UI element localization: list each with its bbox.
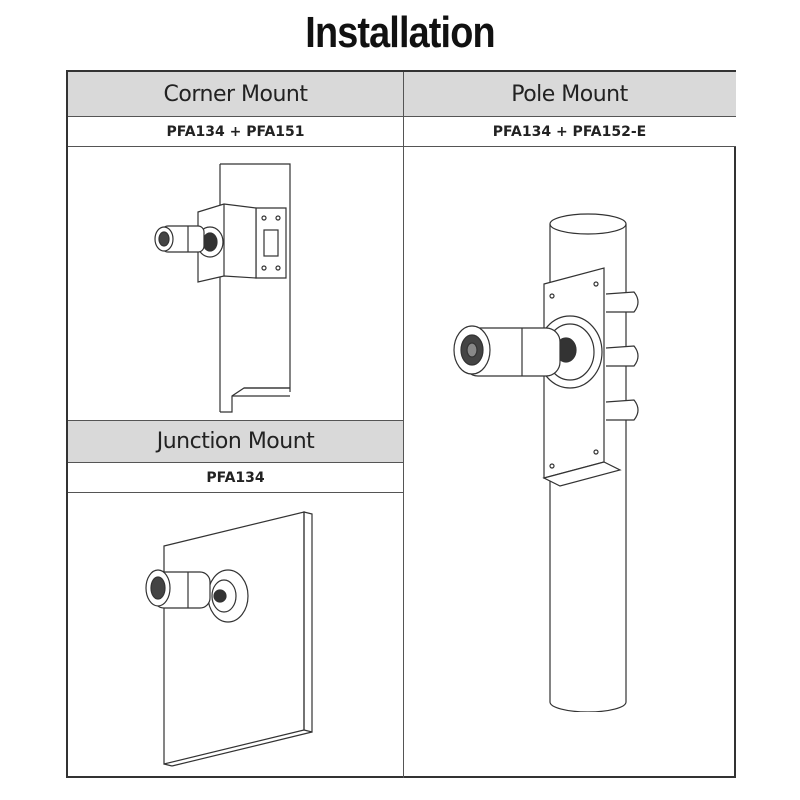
junction-mount-models: PFA134: [68, 463, 403, 493]
junction-mount-illustration: [145, 511, 313, 767]
pole-mount-illustration: [453, 213, 639, 712]
pole-mount-models: PFA134 + PFA152-E: [403, 117, 736, 147]
junction-mount-heading: Junction Mount: [68, 421, 403, 463]
installation-table: Corner Mount PFA134 + PFA151 Pole Mount …: [66, 70, 736, 778]
page-title: Installation: [305, 8, 495, 57]
pole-mount-heading: Pole Mount: [403, 72, 736, 117]
corner-mount-models: PFA134 + PFA151: [68, 117, 403, 147]
corner-mount-illustration: [154, 163, 291, 413]
corner-mount-heading: Corner Mount: [68, 72, 403, 117]
